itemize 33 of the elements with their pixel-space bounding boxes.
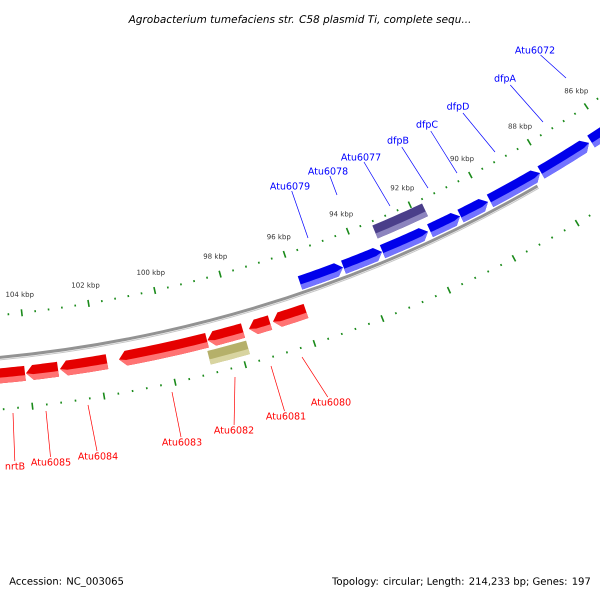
gene-label: Atu6077	[340, 153, 380, 161]
gene-label: dfpD	[447, 102, 469, 112]
footer-text: Accession: NC_003065	[9, 577, 124, 587]
gene-label: Atu6078	[308, 167, 348, 175]
leader-line	[12, 412, 16, 462]
gene-label: Atu6084	[78, 452, 118, 460]
leader-line	[510, 84, 544, 122]
title: Agrobacterium tumefaciens str. C58 plasmid Ti, complete sequ...	[128, 14, 470, 26]
gene-label: Atu6072	[514, 46, 554, 54]
gene-label: Atu6081	[266, 412, 306, 420]
footer-text: Topology: circular; Length: 214,233 bp; Genes: 197	[332, 577, 590, 587]
leader-line	[364, 162, 390, 206]
leader-line	[540, 54, 566, 78]
leader-line	[330, 176, 338, 196]
gene-label: Atu6080	[310, 398, 350, 406]
gene-label: dfpA	[494, 74, 516, 84]
leader-line	[462, 112, 496, 152]
leader-line	[172, 392, 182, 438]
leader-line	[302, 356, 328, 398]
gene-label: Atu6083	[162, 438, 202, 446]
gene-label: dfpC	[416, 120, 438, 130]
gene-label: Atu6085	[30, 458, 70, 466]
leader-line	[430, 130, 458, 174]
gene-label: dfpB	[388, 136, 408, 146]
leader-line	[291, 190, 308, 238]
leader-line	[234, 376, 236, 426]
leader-line	[46, 410, 51, 458]
gene-label: Atu6082	[214, 426, 254, 434]
gene-label: Atu6079	[270, 182, 310, 190]
gene-label: nrtB	[6, 462, 24, 470]
leader-line	[401, 146, 428, 188]
leader-line	[270, 366, 285, 412]
leader-line	[88, 404, 98, 452]
